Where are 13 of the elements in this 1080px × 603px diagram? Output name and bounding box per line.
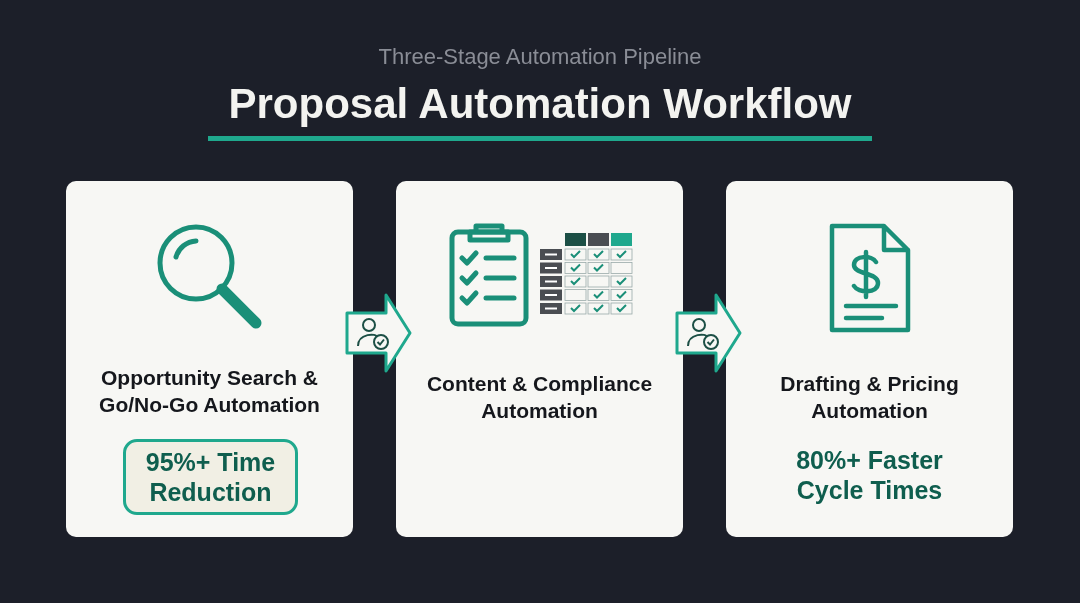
stage-title: Opportunity Search & Go/No-Go Automation	[98, 365, 321, 418]
arrow	[675, 293, 742, 373]
stage-card	[396, 181, 683, 537]
stage-card	[66, 181, 353, 537]
stage-title: Drafting & Pricing Automation	[779, 371, 960, 424]
title: Proposal Automation Workflow	[227, 80, 853, 128]
stage-card	[726, 181, 1013, 537]
metric-text: 80%+ Faster Cycle Times	[795, 445, 944, 505]
highlight-box	[123, 439, 298, 515]
stage-title: Content & Compliance Automation	[425, 371, 654, 424]
subtitle: Three-Stage Automation Pipeline	[377, 44, 703, 70]
metric-text: 95%+ Time Reduction	[144, 447, 277, 507]
arrow	[345, 293, 412, 373]
